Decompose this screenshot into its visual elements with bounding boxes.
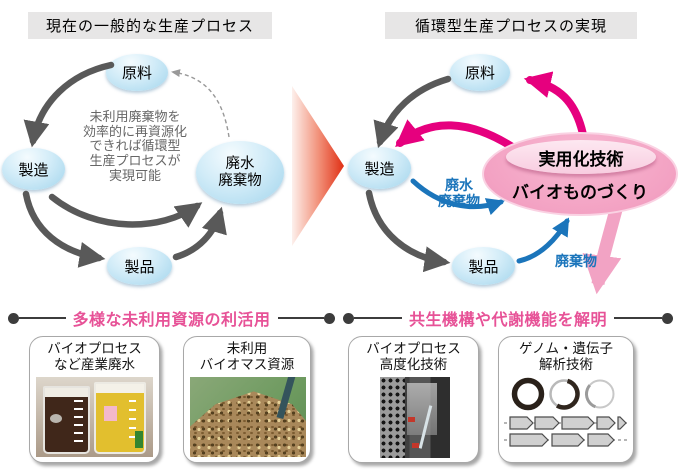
reactor-vessel (407, 383, 437, 435)
card-bioprocess-upgrading-label: バイオプロセス 高度化技術 (366, 341, 461, 373)
red-valve (412, 443, 419, 448)
beaker-scale (129, 400, 136, 440)
node-product-left: 製品 (107, 247, 172, 285)
bullet-dot-icon (8, 312, 19, 324)
arrow-tech-to-bottom-section (582, 204, 624, 295)
node-wastewater-waste-left: 廃水 廃棄物 (196, 141, 284, 204)
plasmid-ring-dark (511, 377, 545, 411)
plasmid-ring-mid-arc (548, 378, 580, 410)
heading-symbiosis-metabolism: 共生機構や代謝機能を解明 (343, 307, 674, 329)
heading-rule (614, 316, 663, 320)
heading-rule (19, 316, 66, 320)
gene-arrows (509, 416, 627, 447)
card-bioprocess-upgrading: バイオプロセス 高度化技術 (348, 336, 479, 463)
node-raw-material-left: 原料 (106, 54, 168, 91)
transform-arrow-icon (292, 86, 344, 246)
perforated-panel (380, 377, 405, 458)
current-process-title: 現在の一般的な生産プロセス (28, 12, 272, 39)
card-industrial-wastewater: バイオプロセス など産業廃水 (29, 336, 160, 463)
heading-unused-resources-text: 多様な未利用資源の利活用 (72, 312, 271, 329)
red-valve (408, 417, 415, 422)
beaker-sticker (50, 414, 62, 423)
center-note: 未利用廃棄物を 効率的に再資源化 できれば循環型 生産プロセスが 実現可能 (82, 109, 187, 183)
card-biomass-resources: 未利用 バイオマス資源 (183, 336, 311, 463)
heading-rule (354, 316, 402, 320)
arrow-raw-to-manufacturing-right (373, 75, 452, 149)
circular-process-title: 循環型生産プロセスの実現 (385, 12, 637, 39)
heading-unused-resources: 多様な未利用資源の利活用 (8, 307, 336, 329)
wastewater-flow-label: 廃水 廃棄物 (438, 177, 480, 210)
node-raw-material-right: 原料 (450, 54, 510, 91)
beakers-photo (36, 377, 153, 457)
beaker-scale (74, 400, 83, 446)
node-manufacturing-right: 製造 (348, 147, 411, 189)
waste-flow-label: 廃棄物 (555, 253, 597, 269)
heading-symbiosis-metabolism-text: 共生機構や代謝機能を解明 (409, 312, 608, 329)
bioreactor-photo (380, 377, 450, 458)
dark-liquid-beaker (43, 386, 90, 454)
arrow-product-to-waste-left (172, 206, 227, 261)
bio-manufacturing-label: バイオものづくり (512, 183, 648, 202)
node-manufacturing-left: 製造 (2, 148, 65, 190)
card-industrial-wastewater-label: バイオプロセス など産業廃水 (47, 341, 142, 373)
arrow-manufacturing-to-waste-left (48, 193, 203, 228)
arrow-manufacturing-to-product-left (22, 190, 106, 268)
applied-tech-ellipse: 実用化技術 バイオものづくり (482, 132, 678, 216)
heading-rule (277, 316, 325, 320)
green-tag (135, 431, 143, 448)
applied-tech-label: 実用化技術 (506, 140, 656, 174)
biomass-photo (190, 377, 306, 457)
yellow-liquid-beaker (94, 382, 146, 454)
pink-note (104, 406, 117, 421)
bullet-dot-icon (324, 312, 336, 324)
plasmid-ring-light-arc (585, 379, 615, 409)
bullet-dot-icon (343, 312, 354, 324)
card-genome-analysis: ゲノム・遺伝子 解析技術 (498, 336, 634, 463)
genome-diagram (504, 377, 630, 447)
node-product-right: 製品 (452, 247, 515, 285)
card-genome-analysis-label: ゲノム・遺伝子 解析技術 (518, 341, 614, 373)
card-biomass-resources-label: 未利用 バイオマス資源 (199, 341, 295, 373)
bullet-dot-icon (662, 312, 674, 324)
